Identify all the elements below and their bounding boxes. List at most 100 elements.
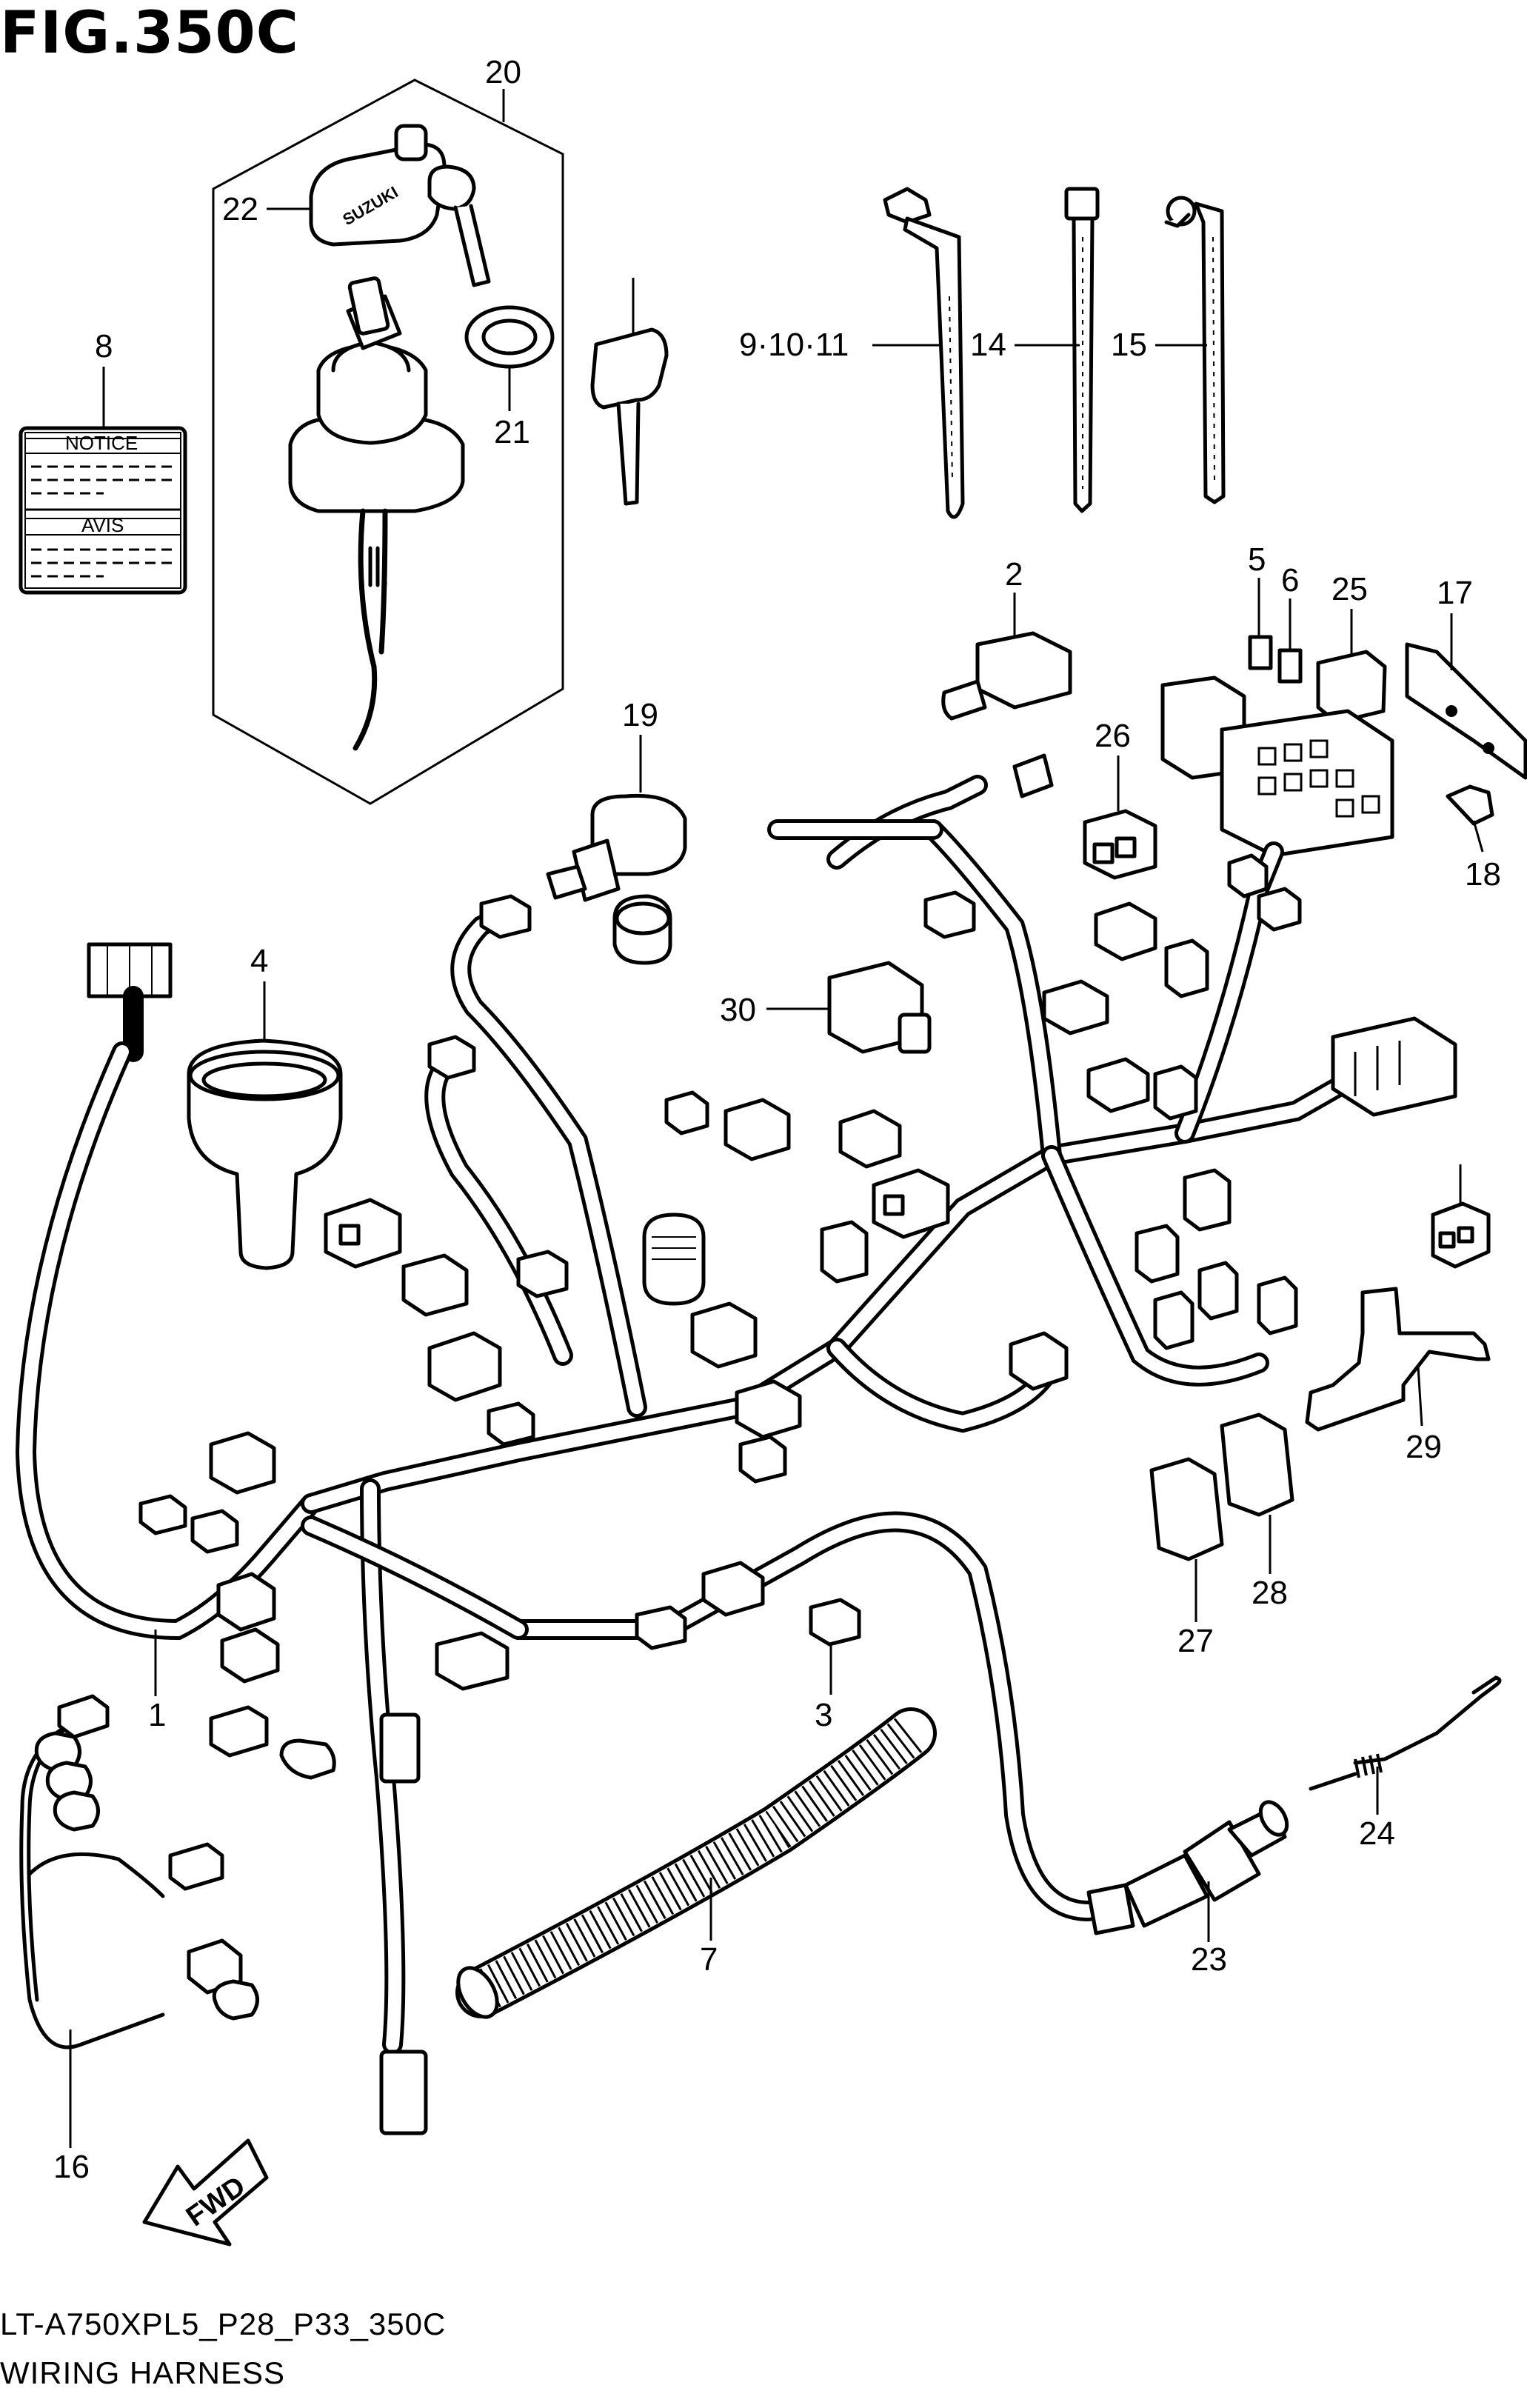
key-icon	[590, 327, 669, 506]
connector-icon	[1257, 887, 1302, 932]
connector-icon	[1086, 1057, 1150, 1113]
connector-icon	[324, 1198, 402, 1269]
connector-icon	[220, 1627, 280, 1684]
callout-28: 30	[720, 992, 756, 1028]
notice-top-text: NOTICE	[65, 432, 138, 454]
relay-icon	[1316, 650, 1387, 724]
corrugated-tube-icon	[455, 1707, 937, 2019]
connector-icon	[516, 1250, 569, 1298]
spring-wire-icon	[1309, 1675, 1502, 1791]
cable-tie-icon	[1064, 187, 1100, 513]
connector-icon	[216, 1572, 276, 1632]
connector-icon	[1042, 979, 1109, 1035]
callout-6: 6	[1281, 562, 1299, 598]
connector-icon	[1183, 1168, 1232, 1232]
ignition-switch-box	[212, 79, 564, 805]
cable-tie-icon	[1164, 196, 1226, 504]
callout-17: 19	[622, 697, 658, 733]
callout-25: 27	[1177, 1623, 1214, 1659]
callout-12: 14	[970, 327, 1006, 363]
sub-harness	[19, 1694, 259, 2050]
ignition-cover-icon: SUZUKI	[309, 124, 447, 247]
connector-icon	[479, 894, 532, 939]
callout-26: 28	[1252, 1575, 1288, 1611]
key-icon	[427, 164, 491, 287]
callout-9-10-11: 9·10·11	[739, 327, 849, 363]
callout-18: 20	[485, 54, 521, 90]
connector-icon	[642, 1213, 706, 1306]
connector-icon	[690, 1301, 758, 1369]
callout-16: 18	[1465, 856, 1501, 893]
connector-icon	[872, 1168, 950, 1239]
callout-8: 8	[95, 328, 113, 364]
fuse-icon	[1248, 635, 1303, 684]
connector-icon	[1164, 938, 1209, 998]
connector-icon	[1135, 1224, 1180, 1284]
connector-icon	[1083, 809, 1157, 880]
callout-20: 22	[222, 191, 258, 227]
connector-icon	[724, 1098, 791, 1161]
callout-1: 1	[148, 1697, 166, 1733]
callout-27: 29	[1406, 1429, 1442, 1465]
connector-icon	[1153, 1064, 1198, 1121]
callout-7: 7	[700, 1941, 718, 1978]
forward-arrow-icon: FWD	[142, 2138, 269, 2247]
section-name: WIRING HARNESS	[0, 2355, 286, 2390]
bracket-icon	[1405, 642, 1527, 780]
callout-4: 4	[250, 943, 268, 979]
connector-icon	[487, 1401, 535, 1447]
connector-icon	[1149, 1413, 1294, 1561]
connector-icon	[379, 2050, 428, 2135]
connector-boot-icon	[941, 631, 1072, 721]
callout-14: 16	[53, 2149, 90, 2185]
connector-icon	[138, 1494, 187, 1535]
nut-ring-icon	[464, 305, 555, 369]
connector-icon	[738, 1435, 787, 1484]
fuse-box-icon	[1160, 676, 1394, 858]
callout-13: 15	[1111, 327, 1147, 363]
connector-icon	[427, 1331, 502, 1402]
relay-icon	[827, 961, 932, 1054]
connector-icon	[190, 1509, 239, 1554]
connector-icon	[664, 1090, 709, 1135]
connector-icon	[209, 1431, 276, 1495]
ignition-switch-icon	[288, 276, 465, 751]
callouts: 20 22 21 8 9·10·11 14 15 2 5 6 25 17 18 …	[53, 54, 1501, 2185]
connector-icon	[401, 1253, 469, 1317]
connector-icon	[1227, 853, 1269, 898]
connector-icon	[379, 1712, 421, 1784]
connector-icon	[701, 1561, 765, 1617]
connector-icon	[1094, 901, 1157, 961]
connector-icon	[279, 1738, 336, 1780]
connector-icon	[427, 1035, 476, 1080]
connector-icon	[1012, 753, 1054, 798]
bracket-icon	[1305, 1287, 1491, 1432]
connector-icon	[809, 1598, 861, 1647]
connector-icon	[1153, 1290, 1194, 1350]
connector-icon	[209, 1705, 269, 1758]
connector-icon	[1197, 1261, 1239, 1321]
callout-5: 5	[1248, 541, 1266, 578]
callout-22: 24	[1359, 1815, 1395, 1852]
callout-23: 25	[1331, 571, 1368, 607]
connector-icon	[820, 1220, 869, 1284]
callout-19: 21	[494, 414, 530, 450]
callout-3: 3	[815, 1697, 832, 1733]
connector-icon	[1331, 1016, 1457, 1117]
sensor-icon	[1086, 1800, 1289, 1935]
callout-24: 26	[1095, 718, 1131, 754]
callout-21: 23	[1191, 1941, 1227, 1978]
connector-icon	[635, 1605, 687, 1650]
connector-icon	[1257, 1275, 1298, 1335]
model-code: LT-A750XPL5_P28_P33_350C	[0, 2307, 447, 2341]
figure-title: FIG.350C	[0, 0, 300, 67]
connector-icon	[1431, 1201, 1491, 1269]
spark-plug-cap-icon	[187, 1038, 343, 1270]
notice-bottom-text: AVIS	[81, 514, 124, 536]
cable-tie-icon	[883, 187, 965, 519]
socket-icon	[546, 793, 687, 965]
main-harness	[15, 775, 1403, 2055]
clip-icon	[1446, 784, 1494, 826]
connector-icon	[735, 1379, 802, 1439]
